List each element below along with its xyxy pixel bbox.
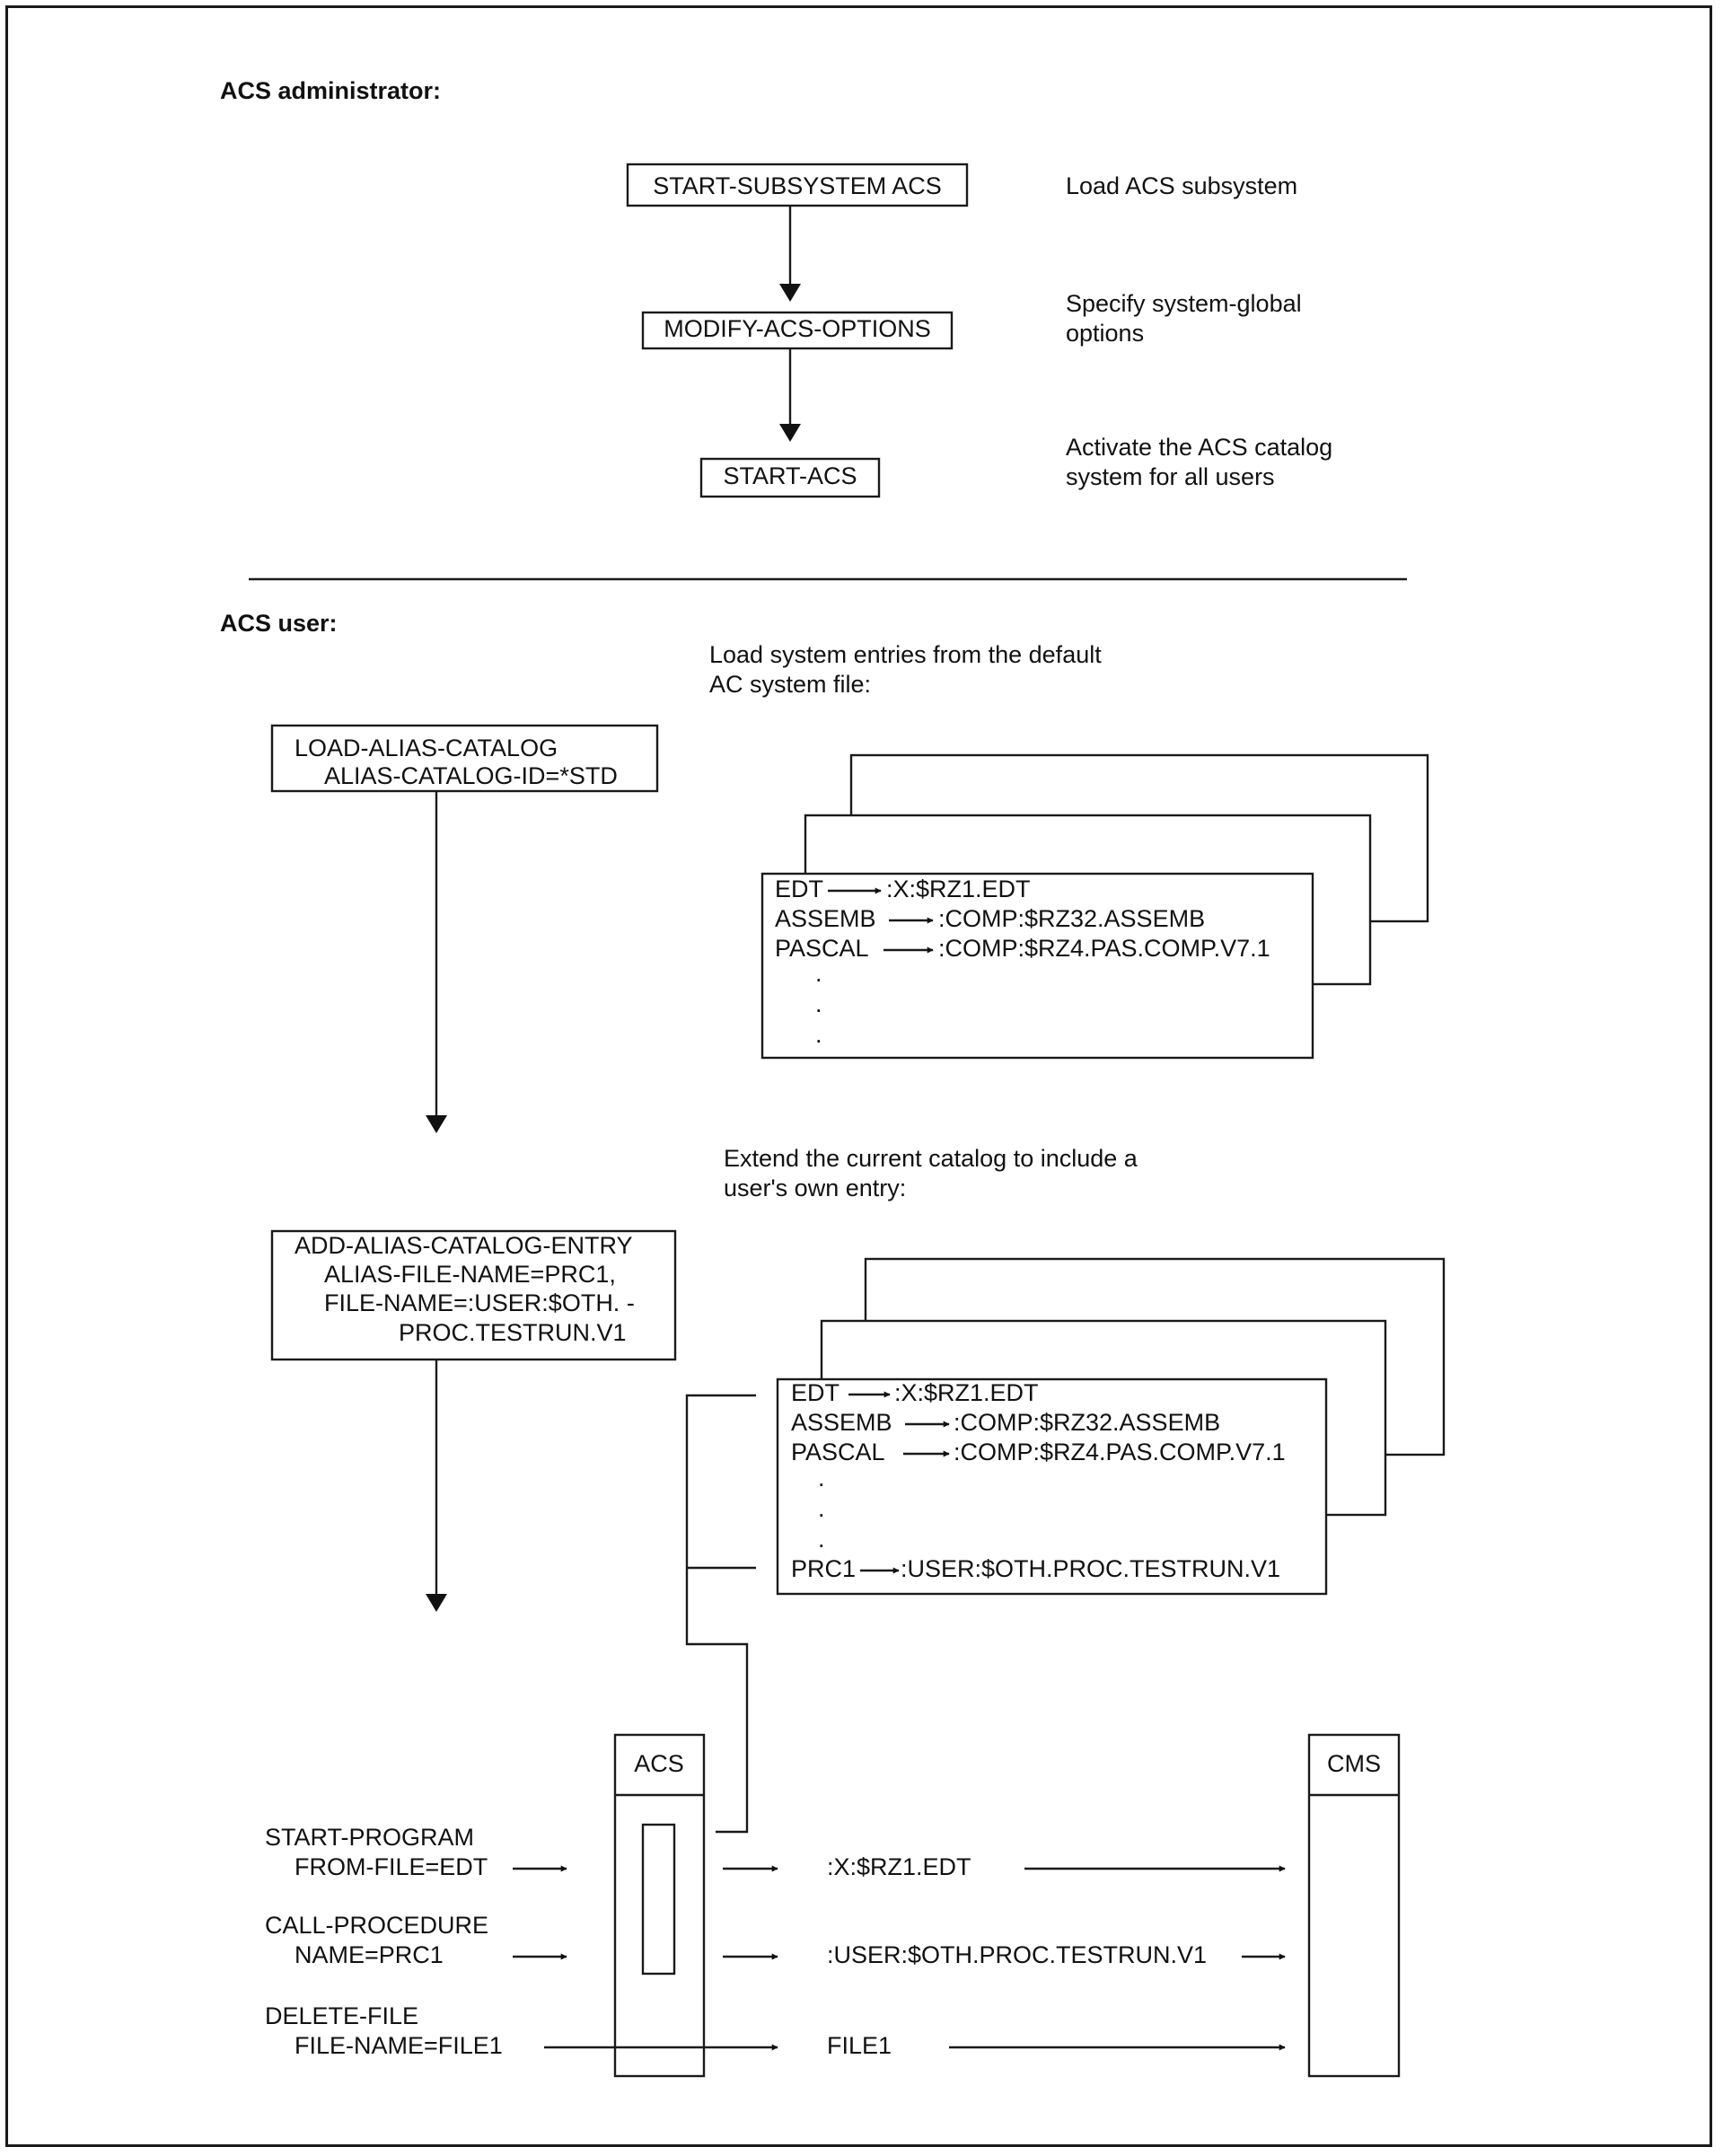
catalog-alias: ASSEMB (791, 1409, 892, 1436)
catalog-target: :COMP:$RZ4.PAS.COMP.V7.1 (938, 935, 1270, 962)
catalog-new-target: :USER:$OTH.PROC.TESTRUN.V1 (901, 1555, 1280, 1582)
start-subsystem-command: START-SUBSYSTEM ACS (653, 172, 942, 199)
catalog-target: :X:$RZ1.EDT (886, 876, 1031, 902)
admin-heading: ACS administrator: (220, 77, 441, 104)
resolved-name: :USER:$OTH.PROC.TESTRUN.V1 (827, 1941, 1207, 1968)
start-subsystem-box (626, 163, 969, 207)
add-command-line-3: FILE-NAME=:USER:$OTH. - (324, 1289, 635, 1316)
admin-step-2-description-line-1: Specify system-global (1066, 290, 1302, 317)
catalog-alias: EDT (791, 1379, 840, 1406)
acs-label: ACS (634, 1750, 684, 1777)
figure-frame (5, 5, 1712, 2147)
catalog-alias: PASCAL (791, 1439, 885, 1465)
start-acs-command: START-ACS (723, 462, 857, 489)
catalog-alias: ASSEMB (775, 905, 876, 932)
cms-column (1307, 1733, 1401, 2078)
add-command-line-2: ALIAS-FILE-NAME=PRC1, (324, 1261, 616, 1288)
admin-step-3-description-line-2: system for all users (1066, 463, 1275, 490)
catalog-to-acs-connector (685, 1394, 756, 1834)
call-command-line-1: CALL-PROCEDURE (265, 1912, 488, 1939)
add-alias-catalog-entry-box (270, 1229, 677, 1361)
arrow-down-icon (426, 1115, 447, 1133)
extend-caption-line-2: user's own entry: (724, 1175, 906, 1201)
catalog-ellipsis: . (815, 960, 822, 987)
admin-step-2-description-line-2: options (1066, 320, 1144, 347)
cms-component: CMS (1307, 1733, 1401, 2078)
catalog-target: :COMP:$RZ32.ASSEMB (938, 905, 1205, 932)
extend-caption-line-1: Extend the current catalog to include a (724, 1145, 1138, 1172)
add-command-line-1: ADD-ALIAS-CATALOG-ENTRY (294, 1232, 633, 1259)
catalog-ellipsis: . (818, 1526, 825, 1553)
call-command-line-2: FILE-NAME=FILE1 (294, 2032, 503, 2059)
catalog-new-alias: PRC1 (791, 1555, 856, 1582)
catalog-target: :X:$RZ1.EDT (894, 1379, 1039, 1406)
arrow-down-icon (426, 1594, 447, 1612)
extended-catalog-stack: EDT :X:$RZ1.EDT ASSEMB :COMP:$RZ32.ASSEM… (776, 1257, 1446, 1596)
call-start-program: START-PROGRAM FROM-FILE=EDT :X:$RZ1.EDT (265, 1824, 1286, 1880)
call-command-line-1: START-PROGRAM (265, 1824, 474, 1851)
call-command-line-2: FROM-FILE=EDT (294, 1853, 488, 1880)
load-alias-catalog-command: LOAD-ALIAS-CATALOG ALIAS-CATALOG-ID=*STD (270, 724, 659, 793)
modify-acs-options-command: MODIFY-ACS-OPTIONS (664, 315, 931, 342)
system-catalog-stack: EDT :X:$RZ1.EDT ASSEMB :COMP:$RZ32.ASSEM… (760, 753, 1429, 1060)
catalog-alias: PASCAL (775, 935, 869, 962)
arrow-down-icon (779, 424, 801, 442)
admin-step-1: START-SUBSYSTEM ACS Load ACS subsystem (626, 163, 1297, 207)
admin-step-1-description: Load ACS subsystem (1066, 172, 1297, 199)
start-acs-box (699, 457, 881, 498)
admin-step-3: START-ACS Activate the ACS catalog syste… (699, 434, 1332, 498)
load-caption-line-1: Load system entries from the default (709, 641, 1102, 668)
admin-step-2: MODIFY-ACS-OPTIONS Specify system-global… (641, 290, 1302, 350)
catalog-sheet-front (776, 1377, 1328, 1596)
acs-component: ACS (613, 1733, 706, 2078)
call-command-line-2: NAME=PRC1 (294, 1941, 444, 1968)
load-command-line-2: ALIAS-CATALOG-ID=*STD (324, 762, 618, 789)
catalog-ellipsis: . (815, 1021, 822, 1048)
user-heading: ACS user: (220, 610, 338, 637)
add-command-line-4: PROC.TESTRUN.V1 (399, 1319, 627, 1346)
call-command-line-1: DELETE-FILE (265, 2002, 418, 2029)
catalog-alias: EDT (775, 876, 823, 902)
resolved-name: :X:$RZ1.EDT (827, 1853, 971, 1880)
catalog-ellipsis: . (818, 1495, 825, 1522)
call-call-procedure: CALL-PROCEDURE NAME=PRC1 :USER:$OTH.PROC… (265, 1912, 1286, 1968)
admin-step-3-description-line-1: Activate the ACS catalog (1066, 434, 1332, 461)
call-delete-file: DELETE-FILE FILE-NAME=FILE1 FILE1 (265, 2002, 1286, 2059)
load-caption-line-2: AC system file: (709, 671, 871, 698)
cms-label: CMS (1327, 1750, 1381, 1777)
catalog-target: :COMP:$RZ4.PAS.COMP.V7.1 (954, 1439, 1286, 1465)
modify-acs-options-box (641, 311, 954, 350)
catalog-ellipsis: . (818, 1465, 825, 1492)
catalog-target: :COMP:$RZ32.ASSEMB (954, 1409, 1220, 1436)
add-alias-catalog-entry-command: ADD-ALIAS-CATALOG-ENTRY ALIAS-FILE-NAME=… (270, 1229, 677, 1361)
catalog-sheet-front (760, 872, 1314, 1060)
arrow-down-icon (779, 284, 801, 302)
resolved-name: FILE1 (827, 2032, 892, 2059)
catalog-ellipsis: . (815, 990, 822, 1017)
load-command-line-1: LOAD-ALIAS-CATALOG (294, 735, 558, 761)
acs-lookup-slot (641, 1823, 676, 1976)
load-alias-catalog-box (270, 724, 659, 793)
